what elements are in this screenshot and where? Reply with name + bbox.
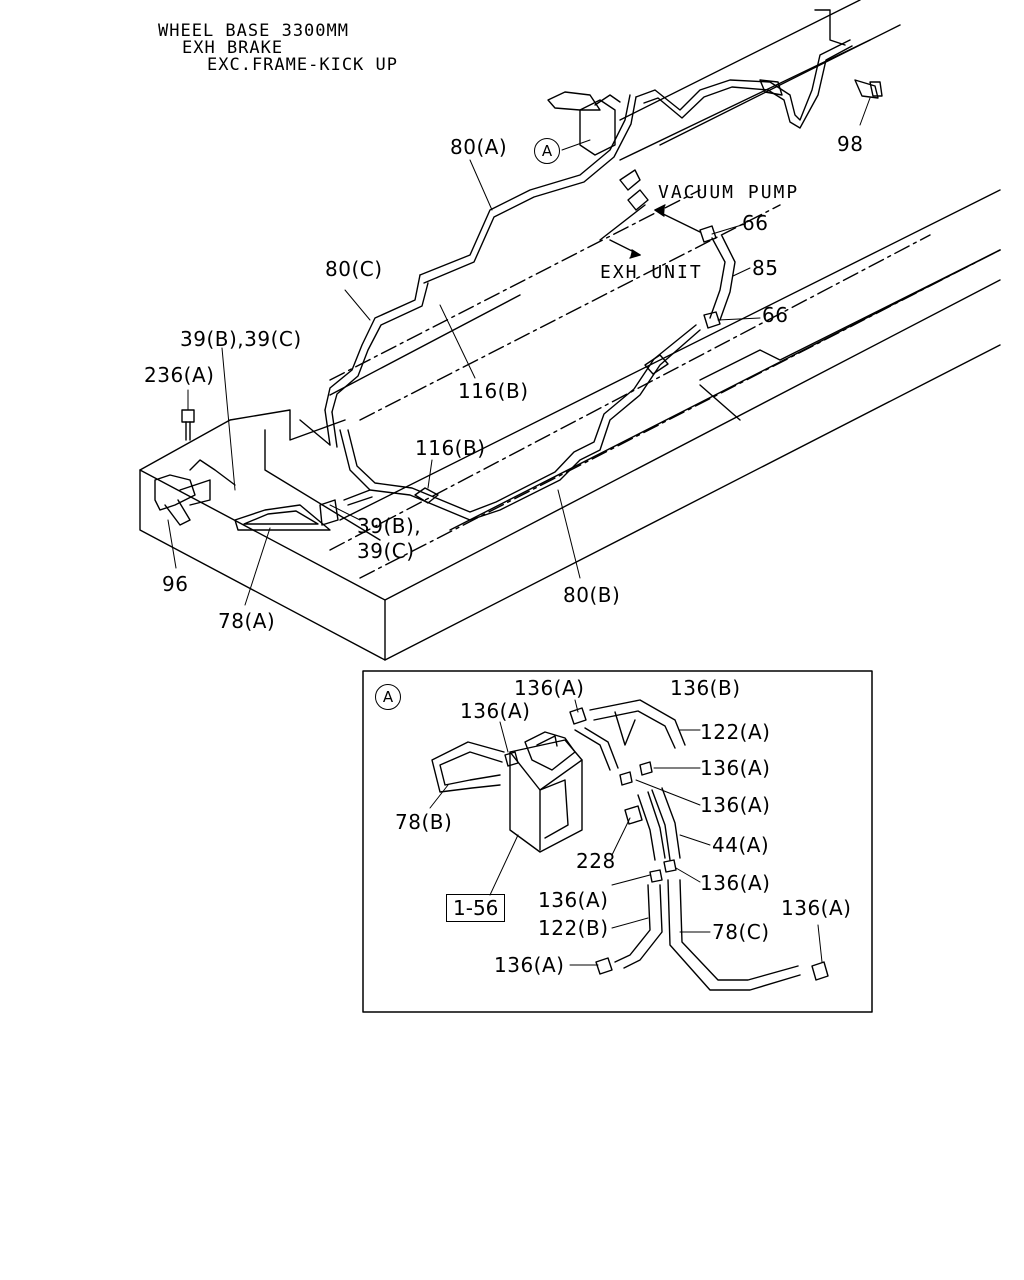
clip-66-top (699, 225, 717, 243)
callout-80a: 80(A) (450, 135, 508, 159)
clip-66-bottom (703, 311, 721, 329)
ref-a-circle: A (534, 138, 560, 164)
detail-callout-136a-1: 136(A) (514, 676, 585, 700)
callout-236a: 236(A) (144, 363, 215, 387)
callout-66-top: 66 (742, 211, 769, 235)
pipe-80b (339, 324, 701, 521)
detail-callout-136a-7: 136(A) (781, 896, 852, 920)
callout-66-bottom: 66 (762, 303, 789, 327)
bolt-236a (181, 409, 195, 441)
detail-callout-136b: 136(B) (670, 676, 741, 700)
detail-callout-136a-4: 136(A) (700, 793, 771, 817)
callout-116b-lower: 116(B) (415, 436, 486, 460)
detail-callout-136a-2: 136(A) (460, 699, 531, 723)
callout-39bc-top: 39(B),39(C) (180, 327, 302, 351)
ref-1-56-box: 1-56 (446, 894, 506, 922)
detail-callout-78b: 78(B) (395, 810, 453, 834)
detail-callout-44a: 44(A) (712, 833, 770, 857)
part-96 (154, 459, 236, 526)
callout-96: 96 (162, 572, 189, 596)
detail-callout-122a: 122(A) (700, 720, 771, 744)
detail-callout-228: 228 (576, 849, 616, 873)
callout-85: 85 (752, 256, 779, 280)
hose-78a (234, 499, 339, 531)
detail-ref-a-circle: A (375, 684, 401, 710)
pipe-80c (324, 274, 429, 448)
bolt-98 (814, 9, 883, 99)
pipe-80a (419, 39, 853, 284)
detail-callout-122b: 122(B) (538, 916, 609, 940)
callout-39c: 39(C) (357, 539, 415, 563)
detail-callout-136a-8: 136(A) (494, 953, 565, 977)
detail-box-a (362, 670, 873, 1013)
hose-85 (709, 235, 736, 321)
callout-80c: 80(C) (325, 257, 383, 281)
detail-callout-136a-5: 136(A) (538, 888, 609, 912)
vacuum-tank-main (547, 91, 649, 211)
callout-78a: 78(A) (218, 609, 276, 633)
detail-callout-78c: 78(C) (712, 920, 770, 944)
callout-80b: 80(B) (563, 583, 621, 607)
detail-callout-136a-6: 136(A) (700, 871, 771, 895)
vacuum-pump-label: VACUUM PUMP (658, 182, 800, 203)
callout-116b-top: 116(B) (458, 379, 529, 403)
frame-rail (139, 0, 1001, 661)
header-line-1: WHEEL BASE 3300MM (158, 21, 349, 41)
header-line-2: EXH BRAKE (182, 38, 284, 58)
exh-unit-label: EXH UNIT (600, 262, 703, 283)
leader-lines-main (167, 97, 871, 606)
detail-callout-136a-3: 136(A) (700, 756, 771, 780)
callout-39b: 39(B), (357, 514, 422, 538)
direction-arrows (599, 204, 701, 259)
callout-98: 98 (837, 132, 864, 156)
header-line-3: EXC.FRAME-KICK UP (207, 55, 398, 75)
